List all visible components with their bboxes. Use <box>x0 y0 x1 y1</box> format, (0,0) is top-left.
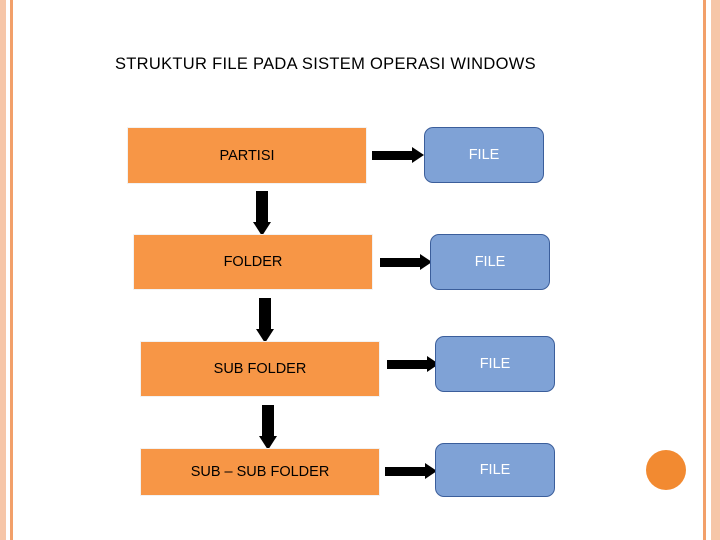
left-decor-bar-gap <box>6 0 10 540</box>
node-file-3-label: FILE <box>479 356 511 372</box>
node-folder[interactable]: FOLDER <box>133 234 373 290</box>
arrow-right-shaft <box>385 467 425 476</box>
node-file-4[interactable]: FILE <box>435 443 555 497</box>
arrow-right-subfolder-to-file <box>387 356 439 372</box>
arrow-down-subfolder-to-subsubfolder <box>259 405 277 450</box>
arrow-right-head <box>425 463 437 479</box>
node-file-1[interactable]: FILE <box>424 127 544 183</box>
arrow-down-shaft <box>259 298 271 329</box>
node-file-4-label: FILE <box>479 462 511 478</box>
arrow-right-folder-to-file <box>380 254 432 270</box>
slide-title: STRUKTUR FILE PADA SISTEM OPERASI WINDOW… <box>115 55 536 73</box>
right-decor-bar-inner <box>703 0 706 540</box>
arrow-down-partisi-to-folder <box>253 191 271 236</box>
node-file-2-label: FILE <box>474 254 506 270</box>
node-file-2[interactable]: FILE <box>430 234 550 290</box>
node-partisi[interactable]: PARTISI <box>127 127 367 184</box>
right-decor-bar-gap <box>706 0 711 540</box>
node-sub-folder[interactable]: SUB FOLDER <box>140 341 380 397</box>
bottom-decor-rule <box>13 536 703 540</box>
arrow-right-shaft <box>387 360 427 369</box>
arrow-right-head <box>420 254 432 270</box>
arrow-down-shaft <box>262 405 274 436</box>
arrow-down-shaft <box>256 191 268 222</box>
node-sub-sub-folder[interactable]: SUB – SUB FOLDER <box>140 448 380 496</box>
node-file-1-label: FILE <box>468 147 500 163</box>
arrow-right-shaft <box>380 258 420 267</box>
arrow-right-shaft <box>372 151 412 160</box>
node-sub-sub-folder-label: SUB – SUB FOLDER <box>190 464 330 480</box>
arrow-right-head <box>412 147 424 163</box>
left-decor-bar-outer <box>0 0 6 540</box>
arrow-down-head <box>256 329 274 343</box>
node-partisi-label: PARTISI <box>219 147 275 164</box>
arrow-right-subsubfolder-to-file <box>385 463 437 479</box>
node-sub-folder-label: SUB FOLDER <box>213 361 307 377</box>
node-file-3[interactable]: FILE <box>435 336 555 392</box>
left-decor-bar-inner <box>10 0 13 540</box>
arrow-down-folder-to-subfolder <box>256 298 274 343</box>
arrow-down-head <box>253 222 271 236</box>
arrow-down-head <box>259 436 277 450</box>
top-decor-rule <box>13 0 703 4</box>
right-decor-bar-outer <box>711 0 720 540</box>
decorative-circle <box>646 450 686 490</box>
arrow-right-partisi-to-file <box>372 147 424 163</box>
node-folder-label: FOLDER <box>223 254 283 270</box>
